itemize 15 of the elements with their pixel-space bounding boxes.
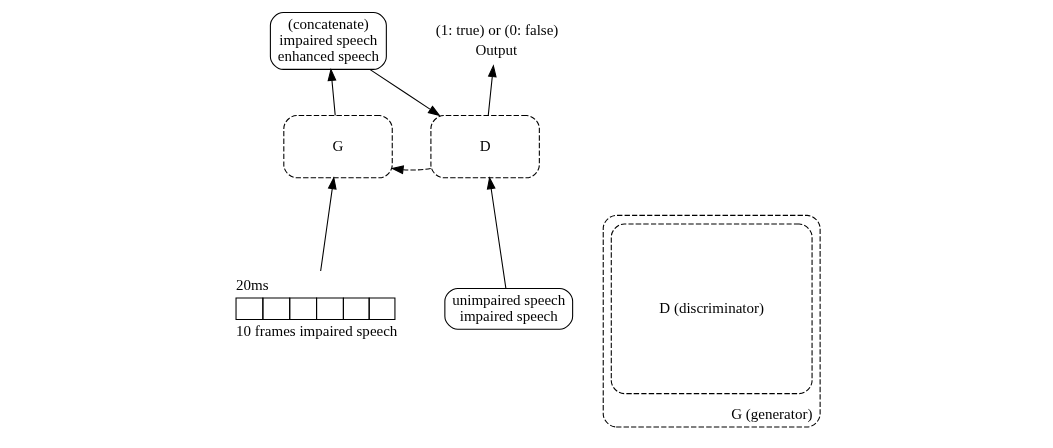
arrow — [319, 176, 337, 272]
node-text: Output — [474, 42, 517, 59]
arrow — [327, 68, 336, 116]
node-box: G — [282, 115, 393, 179]
node-box: D — [429, 115, 540, 179]
arrow — [369, 69, 441, 117]
node-label: (1: true) or (0: false) — [435, 21, 558, 38]
node-box: (concatenate) impaired speech enhanced speech — [269, 11, 387, 70]
node-label: 20ms — [235, 276, 269, 293]
arrow — [390, 165, 431, 175]
node-box: D (discriminator) — [610, 223, 813, 395]
node-box: unimpaired speech impaired speech — [443, 287, 573, 330]
node-label: 10 frames impaired speech — [235, 322, 397, 339]
arrow — [486, 176, 506, 289]
arrow — [487, 64, 497, 116]
